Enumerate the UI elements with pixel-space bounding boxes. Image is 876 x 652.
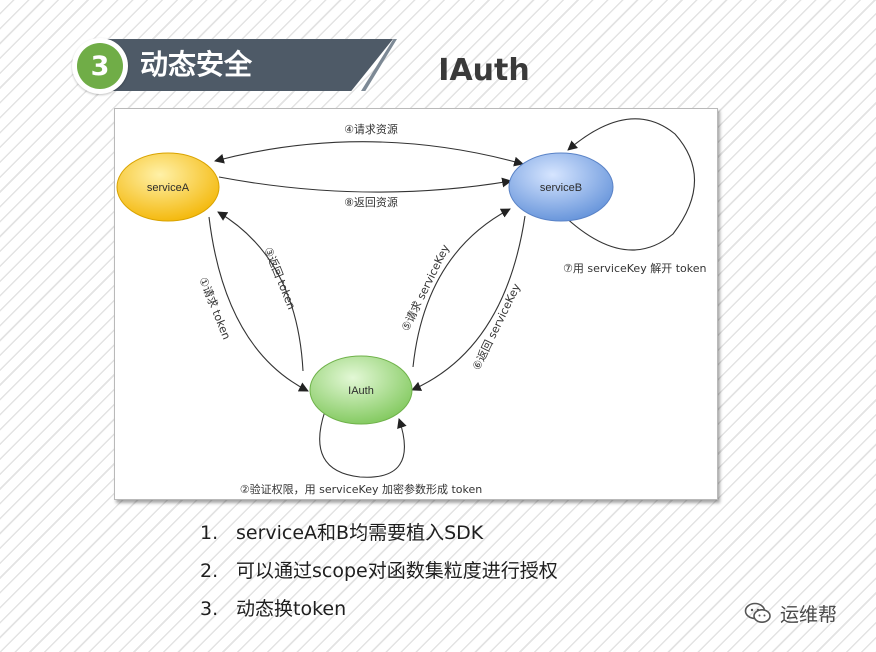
section-title: 动态安全	[140, 48, 253, 81]
page-title: IAuth	[438, 53, 530, 88]
list-item: 3. 动态换token	[200, 592, 558, 630]
edge-label-return-resource: ⑧返回资源	[344, 195, 398, 209]
edge-request-servicekey	[412, 208, 511, 368]
edge-request-token	[208, 216, 309, 392]
list-item: 2. 可以通过scope对函数集粒度进行授权	[200, 554, 558, 592]
edge-label-verify-and-issue: ②验证权限，用 serviceKey 加密参数形成 token	[240, 482, 482, 496]
list-item: 1. serviceA和B均需要植入SDK	[200, 516, 558, 554]
section-number: 3	[77, 43, 123, 89]
node-iauth	[309, 355, 413, 425]
brand-watermark: 运维帮	[744, 598, 837, 628]
edge-serviceB-self-loop	[561, 118, 695, 251]
list-item-text: 可以通过scope对函数集粒度进行授权	[236, 560, 558, 582]
flow-diagram-canvas: serviceA serviceB IAuth ④请求资源 ⑧返回资源 ⑦用 s…	[116, 118, 706, 496]
edge-iauth-self-loop	[319, 410, 407, 478]
brand-name: 运维帮	[780, 603, 838, 626]
node-iauth-label: IAuth	[348, 385, 374, 397]
list-item-number: 1.	[200, 522, 219, 544]
node-serviceA	[116, 152, 220, 222]
node-serviceB	[508, 152, 614, 222]
list-item-number: 3.	[200, 598, 219, 620]
section-header-bar	[95, 39, 393, 91]
list-item-text: 动态换token	[236, 598, 347, 620]
edge-return-token	[217, 211, 304, 372]
notes-list: 1. serviceA和B均需要植入SDK 2. 可以通过scope对函数集粒度…	[200, 516, 558, 630]
node-serviceB-label: serviceB	[540, 182, 582, 194]
edge-return-resource	[218, 176, 512, 193]
edge-label-request-resource: ④请求资源	[344, 122, 398, 136]
edge-label-return-servicekey: ⑥返回 serviceKey	[470, 281, 523, 372]
edge-label-request-token: ①请求 token	[196, 275, 233, 341]
flow-diagram: serviceA serviceB IAuth ④请求资源 ⑧返回资源 ⑦用 s…	[114, 108, 718, 500]
list-item-number: 2.	[200, 560, 219, 582]
edge-request-resource	[214, 141, 524, 167]
edge-label-return-token: ③返回 token	[261, 245, 298, 311]
edge-label-decrypt-token: ⑦用 serviceKey 解开 token	[563, 261, 706, 275]
wechat-icon	[744, 602, 771, 623]
edge-label-request-servicekey: ⑤请求 serviceKey	[399, 242, 452, 333]
section-number-badge: 3	[72, 38, 128, 94]
node-serviceA-label: serviceA	[147, 182, 190, 194]
edge-return-servicekey	[411, 215, 526, 391]
list-item-text: serviceA和B均需要植入SDK	[236, 522, 484, 544]
